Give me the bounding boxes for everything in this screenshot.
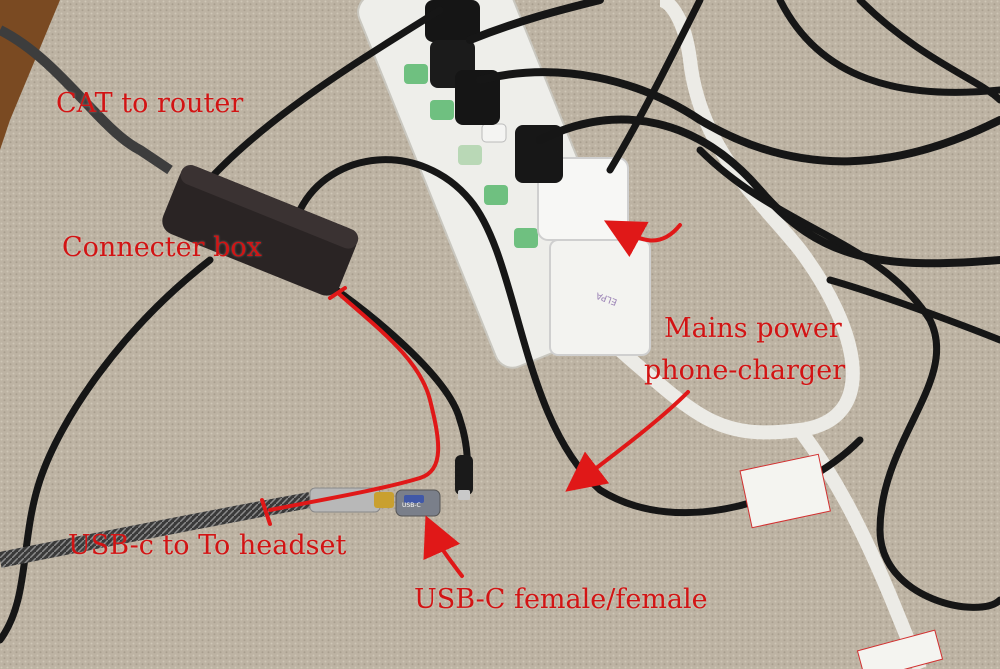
power-strip-switches [404, 64, 538, 248]
usb-c-plug-tip [374, 492, 394, 508]
adapter-label-text: USB-C [402, 502, 421, 509]
cat-cable [0, 25, 173, 175]
annotation-usb-c-to-headset: USB-c to To headset [68, 530, 347, 561]
annotation-cat-to-router: CAT to router [56, 88, 244, 119]
cable-tag [739, 453, 831, 529]
connector-box [162, 164, 359, 296]
power-adapter [549, 239, 651, 356]
white-power-cable [615, 0, 860, 440]
annotation-marks [260, 220, 690, 578]
annotation-connecter-box: Connecter box [62, 232, 262, 263]
plug-right [455, 70, 500, 125]
white-power-cable-2 [794, 425, 927, 669]
annotation-usb-c-female: USB-C female/female [414, 584, 708, 615]
loose-usb-c-plug [455, 455, 473, 495]
annotation-phone-charger: phone-charger [644, 355, 846, 386]
black-cables [0, 0, 1000, 644]
loose-usb-c-tip [458, 490, 470, 500]
annotation-mains-power: Mains power [664, 313, 842, 344]
cable-tag-2 [856, 629, 944, 669]
usb-c-braided-cable [0, 492, 312, 568]
usb-c-adapter-mark [404, 495, 424, 503]
plug-lower [515, 125, 563, 183]
